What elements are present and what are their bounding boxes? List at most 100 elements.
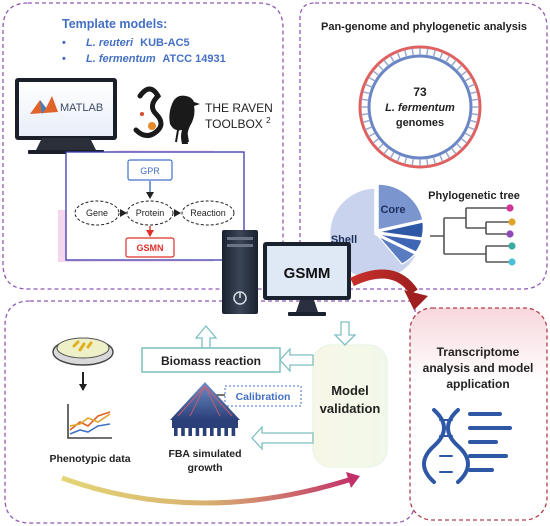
species-fermentum: L. fermentum [86,53,156,65]
biomass-up-arrow [194,324,218,349]
gpr-box [127,159,173,181]
dna-rung [456,64,463,71]
model-validation-box [312,344,388,468]
validation-to-biomass-arrow [279,347,314,373]
phylogenetic-tree-icon [430,204,516,266]
dna-rung [368,76,376,82]
pie-core-label: Core [380,204,405,216]
strain-kub-ac5: KUB-AC5 [140,37,190,49]
dna-rung [460,70,468,76]
dna-rung [456,143,463,150]
matlab-logo-icon [30,96,58,114]
bullet-item-1: • L. reuteri KUB-AC5 [62,37,190,49]
dna-rung [464,76,472,82]
pie-core-slice [377,183,424,231]
gsmn-label: GSMN [137,243,164,253]
raven-toolbox-word: TOOLBOX [205,117,263,131]
tree-heading: Phylogenetic tree [428,190,520,202]
dna-rung [377,64,384,71]
dna-rung [365,126,373,131]
tree-leaf-4 [508,242,516,250]
growth-chart-icon [67,404,112,439]
species-reuteri: L. reuteri [86,37,134,49]
dna-rung [372,70,380,76]
matlab-monitor-icon: MATLAB [15,78,117,154]
dna-rung [361,98,369,101]
protein-label: Protein [136,208,165,218]
dna-rung [464,132,472,138]
gpr-label: GPR [140,166,160,176]
dna-rung [389,151,395,159]
dna-rung [389,55,395,63]
bullet-1: • [62,37,66,49]
dna-rung [362,119,370,123]
fba-label-line2: growth [188,462,223,474]
pc-tower-icon [222,230,258,314]
strain-atcc-14931: ATCC 14931 [162,53,225,65]
dna-rung [362,91,370,95]
gsmm-to-transcriptome-arrow [350,269,428,310]
pangenome-pie-chart [328,183,424,281]
dna-rung [432,49,436,57]
genome-count: 73 [413,85,427,99]
bottom-curved-arrow [61,475,356,506]
funnel-tooth [210,428,214,436]
dna-rung [383,147,389,155]
raven-title-line2: TOOLBOX 2 [205,116,271,131]
dna-rung [445,55,451,63]
validation-panel-border [4,300,416,524]
validation-to-fba-arrow [251,425,314,451]
gsmm-computer: GSMM [222,230,351,316]
tree-leaf-5 [508,258,516,266]
dna-rung [396,52,401,60]
dna-rung [470,119,478,123]
dna-rung [396,154,401,162]
pangenome-panel: Pan-genome and phylogenetic analysis 73 … [299,2,548,290]
dna-rung [426,158,429,166]
bullet-2: • [62,53,66,65]
pangenome-heading: Pan-genome and phylogenetic analysis [321,21,527,33]
dna-rung [411,48,414,56]
pie-slice-dark-2 [377,233,423,253]
dna-rung [445,151,451,159]
tree-leaf-2 [508,218,516,226]
funnel-tooth [174,428,178,436]
dna-rung [467,83,475,88]
transcriptome-line1: Transcriptome [437,345,520,359]
dna-rung [439,154,444,162]
dna-rung [467,126,475,131]
bullet-item-2: • L. fermentum ATCC 14931 [62,53,226,65]
transcriptome-line2: analysis and model [423,361,534,375]
phenotypic-data-label: Phenotypic data [49,453,130,465]
dna-rung [411,158,414,166]
text-lines-icon [468,412,512,472]
dna-rung [383,59,389,67]
model-validation-line1: Model [331,383,369,398]
dna-rung [404,157,408,165]
transcriptome-panel: Transcriptome analysis and model applica… [409,307,548,521]
dna-helix-icon [422,408,470,484]
snake-icon [133,86,164,138]
dna-rung [471,113,479,116]
reaction-label: Reaction [190,208,226,218]
raven-sup: 2 [266,116,271,125]
gene-node [74,200,120,226]
funnel-tooth [195,428,200,436]
dna-rung [470,91,478,95]
funnel-tooth [188,428,192,436]
gsmn-box [125,237,175,258]
funnel-tooth [181,428,185,436]
fba-label-line1: FBA simulated [168,448,241,460]
dna-rung [404,49,408,57]
funnel-tooth [231,428,236,436]
gene-label: Gene [86,208,108,218]
model-validation-line2: validation [320,401,381,416]
dna-rung [426,48,429,56]
dna-rung [451,147,457,155]
bottom-curved-arrowhead [346,472,360,488]
pie-slice-dark-3 [377,235,416,265]
gsmm-monitor-icon [263,242,351,316]
circular-genome-icon [358,45,482,169]
genome-species: L. fermentum [385,102,455,114]
raven-title-line1: THE RAVEN [205,101,273,115]
